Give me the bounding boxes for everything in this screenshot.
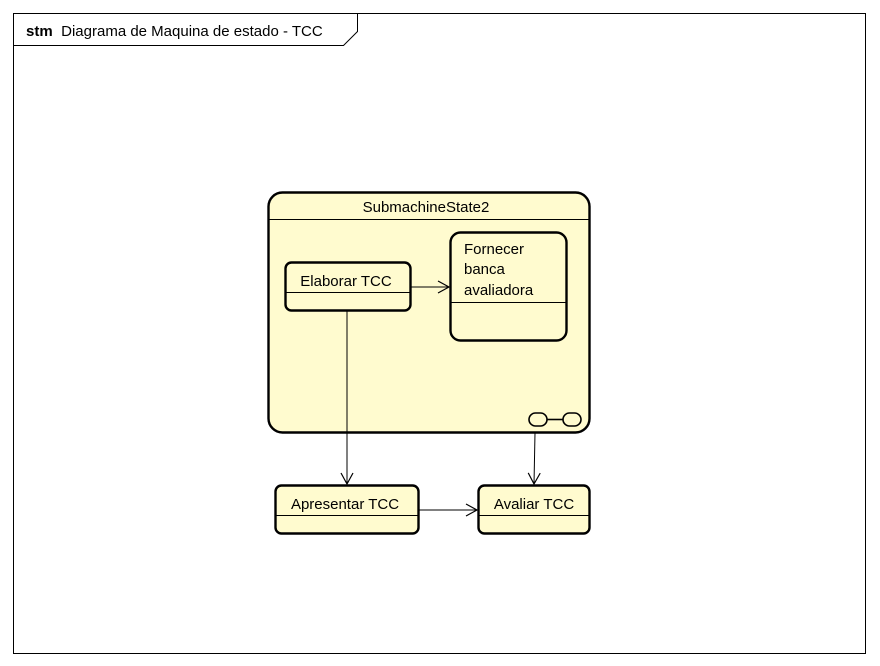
submachine-link-icon (528, 412, 582, 427)
frame-tab (13, 13, 358, 46)
transition-submachine-to-avaliar[interactable] (527, 432, 541, 486)
state-fornecer-line-1: Fornecer (464, 241, 524, 258)
state-fornecer-banca[interactable]: Fornecer banca avaliadora (449, 231, 568, 342)
frame-title: stm Diagrama de Maquina de estado - TCC (26, 23, 323, 40)
frame-title-text: Diagrama de Maquina de estado - TCC (61, 23, 323, 40)
state-elaborar-tcc-body (284, 261, 412, 312)
state-fornecer-line-3: avaliadora (464, 282, 534, 299)
frame-keyword: stm (26, 23, 53, 40)
state-elaborar-tcc-label: Elaborar TCC (300, 273, 392, 290)
state-apresentar-tcc-label: Apresentar TCC (291, 496, 399, 513)
state-avaliar-tcc[interactable]: Avaliar TCC (477, 484, 591, 535)
state-elaborar-tcc[interactable]: Elaborar TCC (284, 261, 412, 312)
state-avaliar-tcc-label: Avaliar TCC (494, 496, 574, 513)
submachine-state-name: SubmachineState2 (363, 199, 490, 216)
state-fornecer-line-2: banca (464, 261, 506, 278)
state-apresentar-tcc[interactable]: Apresentar TCC (274, 484, 420, 535)
state-apresentar-tcc-body (274, 484, 420, 535)
state-fornecer-banca-body (449, 231, 568, 342)
state-avaliar-tcc-body (477, 484, 591, 535)
